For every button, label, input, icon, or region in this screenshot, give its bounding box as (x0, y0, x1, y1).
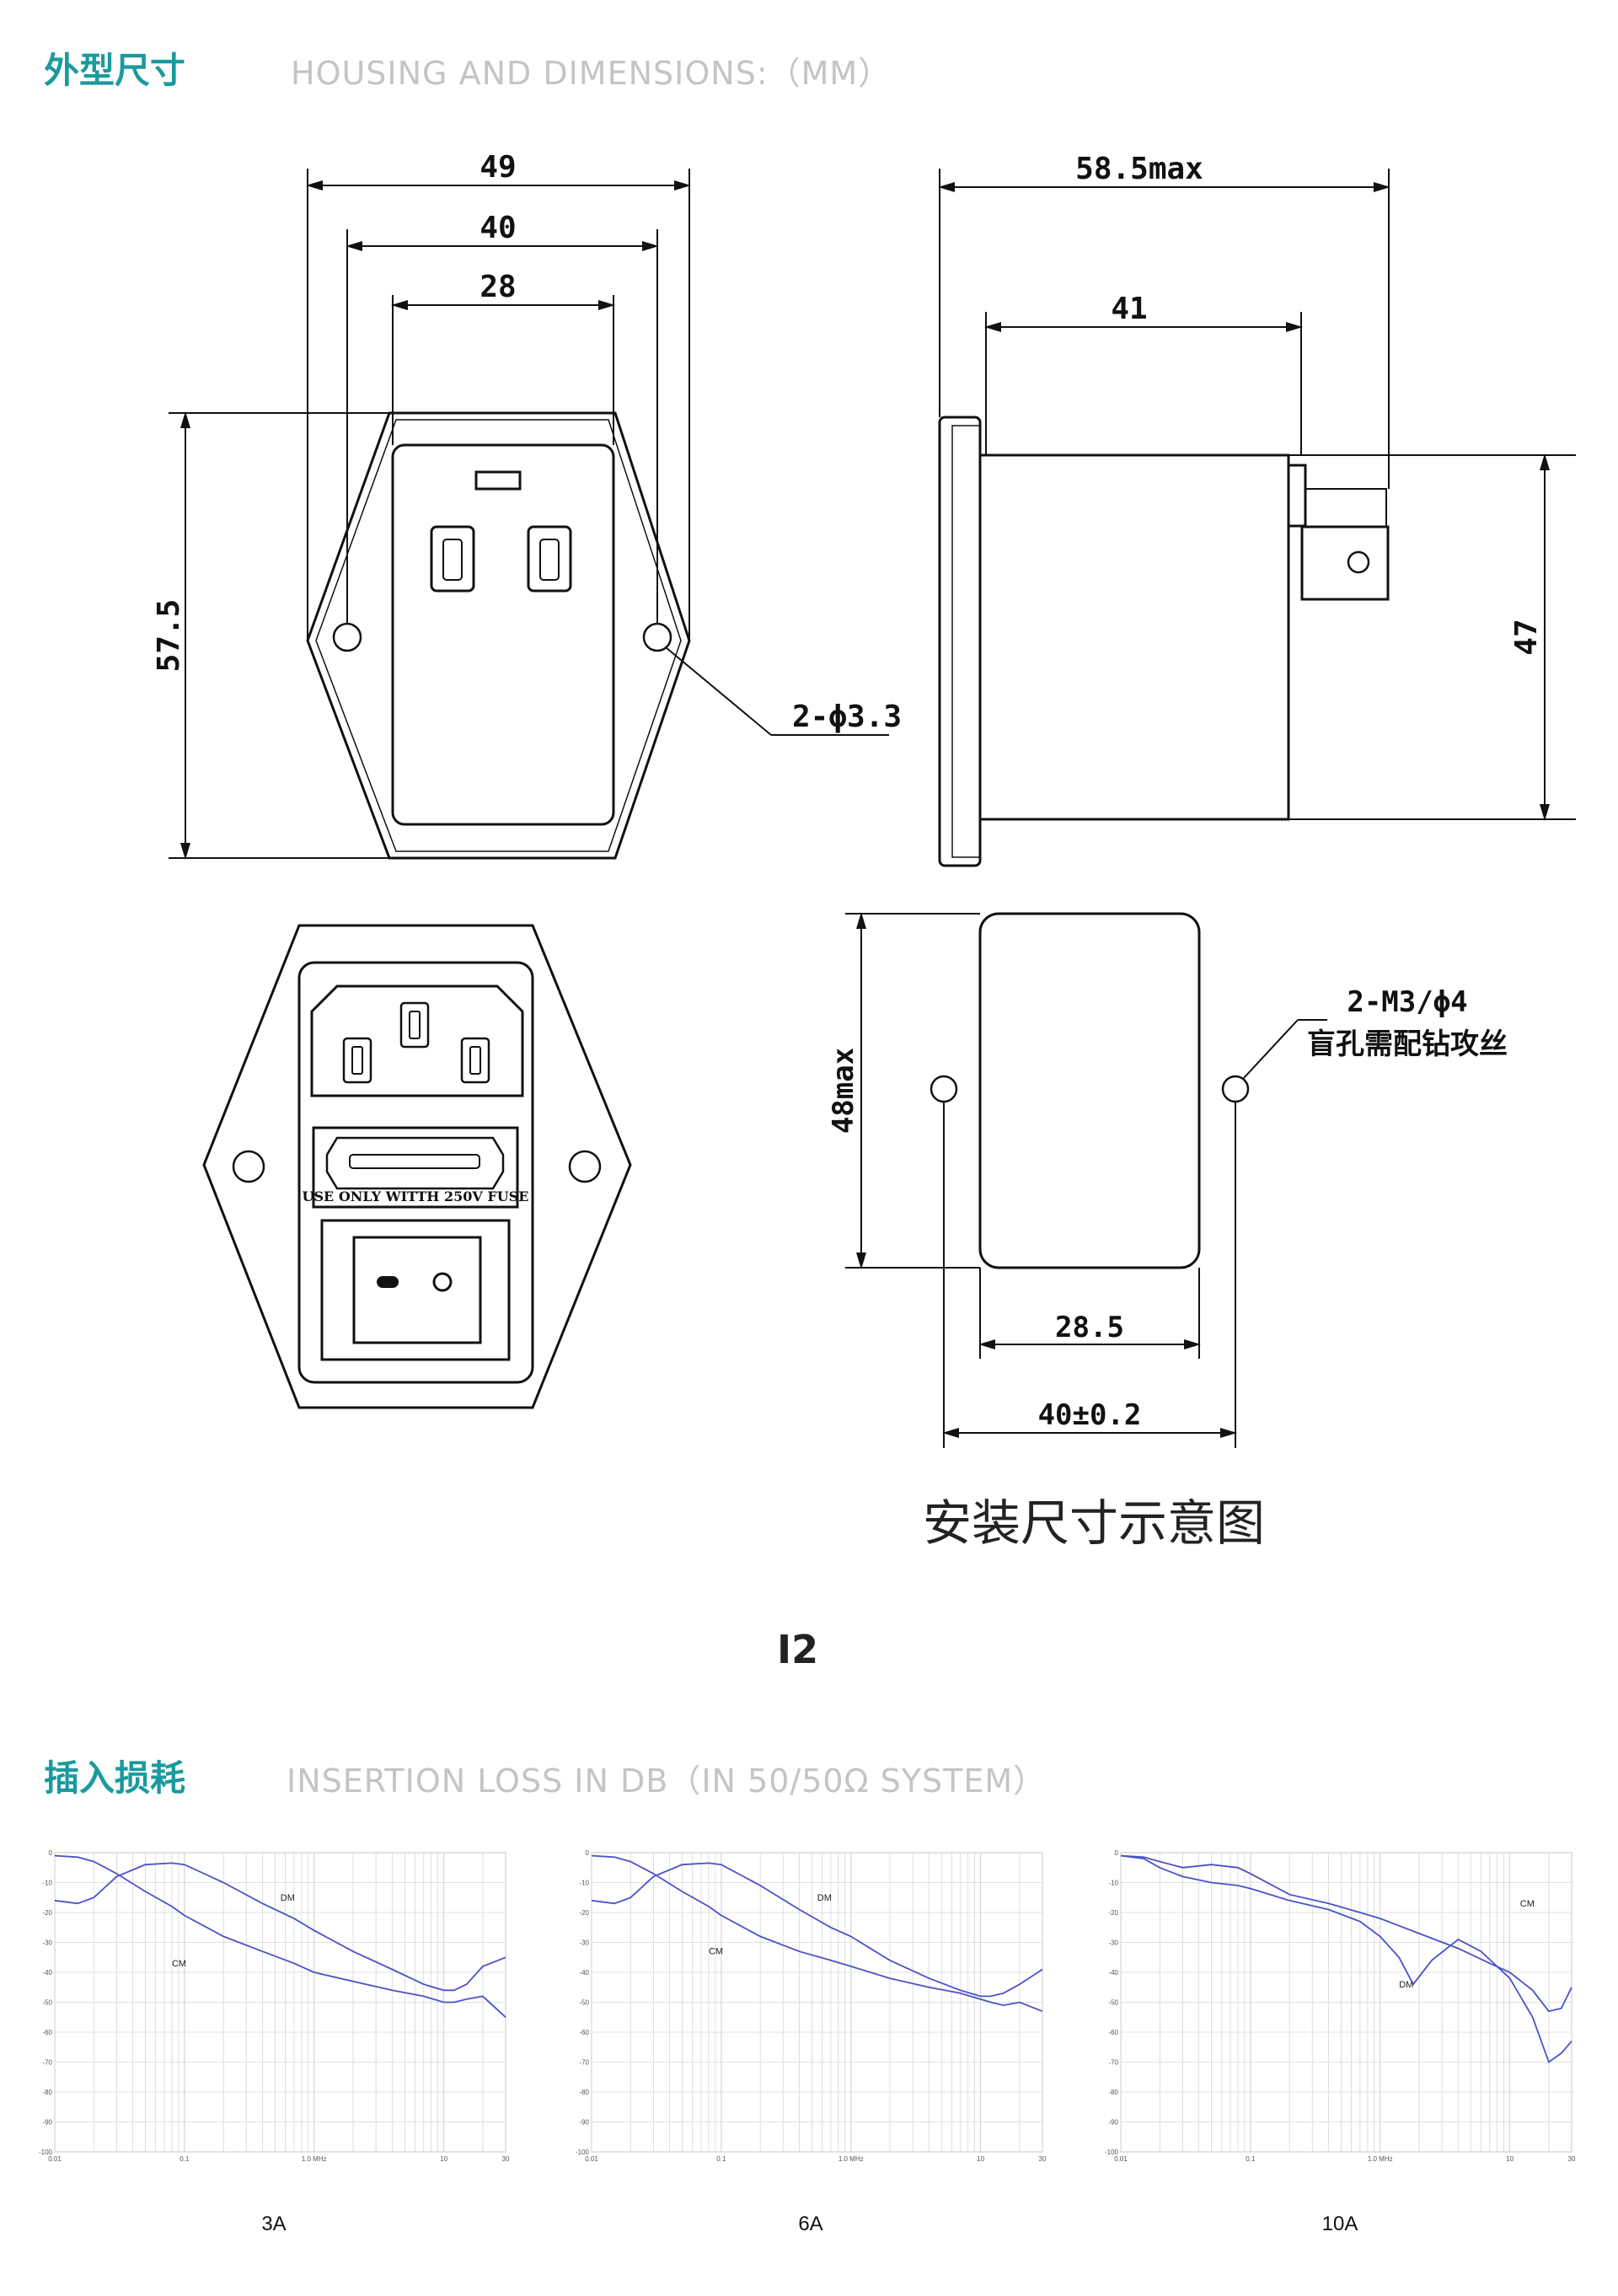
mount-hole-left (332, 622, 362, 652)
series-label: CM (1520, 1899, 1535, 1909)
y-tick-label: -40 (579, 1969, 589, 1977)
series-label: DM (1399, 1980, 1413, 1990)
x-tick-label: 10 (1506, 2155, 1514, 2163)
x-tick-label: 1.0 MHz (1368, 2155, 1393, 2163)
dim-front-height: 57.5 (152, 599, 186, 673)
y-tick-label: -100 (39, 2148, 53, 2156)
y-tick-label: -10 (42, 1880, 52, 1887)
y-tick-label: -90 (42, 2119, 52, 2127)
series-dm (591, 1862, 1043, 1998)
y-tick-label: -50 (1108, 1999, 1118, 2007)
y-tick-label: 0 (1115, 1849, 1119, 1857)
page-number: I2 (777, 1627, 819, 1672)
x-tick-label: 0.01 (585, 2155, 598, 2163)
side-view (938, 169, 1576, 867)
y-tick-label: -80 (1108, 2089, 1118, 2096)
panel-fuse-label: USE ONLY WITTH 250V FUSE (303, 1188, 529, 1204)
x-tick-label: 0.1 (716, 2155, 726, 2163)
y-tick-label: -100 (1105, 2148, 1119, 2156)
dim-panel-height-max: 48max (827, 1048, 860, 1134)
y-tick-label: -70 (42, 2059, 52, 2067)
dim-front-body-width: 28 (480, 270, 516, 304)
series-label: DM (817, 1893, 832, 1903)
cutout-hole-right (1221, 1075, 1250, 1103)
y-tick-label: -30 (1108, 1939, 1118, 1947)
dim-front-hole-callout: 2-ϕ3.3 (792, 700, 902, 734)
series-dm (54, 1862, 506, 1992)
series-cm (1120, 1854, 1572, 2013)
y-tick-label: -10 (579, 1880, 589, 1887)
x-tick-label: 30 (502, 2155, 510, 2163)
y-tick-label: -20 (579, 1909, 589, 1917)
mount-hole-right (642, 622, 672, 652)
cutout-hole-left (930, 1075, 958, 1103)
drawing-caption: 安装尺寸示意图 (923, 1494, 1266, 1552)
y-tick-label: -30 (579, 1939, 589, 1947)
series-label: CM (709, 1947, 723, 1957)
y-tick-label: 0 (586, 1849, 590, 1857)
series-label: CM (172, 1959, 186, 1969)
y-tick-label: -80 (579, 2089, 589, 2096)
panel-hole-left (232, 1150, 265, 1183)
series-cm (591, 1854, 1043, 2013)
chart-caption-10a: 10A (1321, 2213, 1358, 2235)
panel-hole-right (568, 1150, 602, 1183)
y-tick-label: -70 (1108, 2059, 1118, 2067)
panel-view (202, 924, 632, 1409)
panel-hole-note-1: 2-M3/ϕ4 (1347, 985, 1467, 1019)
dim-side-height: 47 (1509, 619, 1544, 655)
x-tick-label: 0.1 (179, 2155, 190, 2163)
mechanical-drawings: 49 40 28 57.5 2-ϕ3.3 58.5max 41 47 USE O… (152, 150, 1576, 1448)
y-tick-label: -100 (576, 2148, 590, 2156)
y-tick-label: -50 (579, 1999, 589, 2007)
series-dm (1120, 1854, 1572, 2063)
housing-title: 外型尺寸 (44, 50, 186, 91)
y-tick-label: -30 (42, 1939, 52, 1947)
chart-caption-3a: 3A (261, 2213, 287, 2235)
y-tick-label: -60 (579, 2029, 589, 2036)
y-tick-label: -50 (42, 1999, 52, 2007)
dim-panel-hole-spacing: 40±0.2 (1038, 1398, 1142, 1432)
insertion-subtitle: INSERTION LOSS IN DB（IN 50/50Ω SYSTEM） (287, 1762, 1047, 1800)
x-tick-label: 30 (1568, 2155, 1576, 2163)
dim-panel-inner-width: 28.5 (1055, 1311, 1124, 1344)
series-label: DM (281, 1893, 295, 1903)
dim-side-body-depth: 41 (1111, 292, 1147, 326)
y-tick-label: -60 (42, 2029, 52, 2036)
y-tick-label: -10 (1108, 1880, 1118, 1887)
x-tick-label: 30 (1039, 2155, 1047, 2163)
x-tick-label: 10 (440, 2155, 447, 2163)
y-tick-label: 0 (49, 1849, 53, 1857)
cutout-view (845, 912, 1327, 1448)
dim-front-outer-width: 49 (480, 150, 516, 185)
x-tick-label: 1.0 MHz (838, 2155, 864, 2163)
housing-subtitle: HOUSING AND DIMENSIONS:（MM） (291, 55, 892, 92)
x-tick-label: 1.0 MHz (302, 2155, 327, 2163)
insertion-title: 插入损耗 (44, 1757, 186, 1799)
chart-caption-6a: 6A (798, 2213, 823, 2235)
dim-front-hole-spacing: 40 (480, 211, 516, 245)
x-tick-label: 0.01 (48, 2155, 62, 2163)
front-view (169, 169, 889, 860)
x-tick-label: 0.01 (1114, 2155, 1128, 2163)
y-tick-label: -90 (579, 2119, 589, 2127)
series-cm (54, 1854, 506, 2018)
y-tick-label: -40 (1108, 1969, 1118, 1977)
panel-hole-note-2: 盲孔需配钻攻丝 (1307, 1027, 1508, 1061)
y-tick-label: -20 (42, 1909, 52, 1917)
y-tick-label: -90 (1108, 2119, 1118, 2127)
x-tick-label: 0.1 (1246, 2155, 1256, 2163)
y-tick-label: -40 (42, 1969, 52, 1977)
y-tick-label: -70 (579, 2059, 589, 2067)
y-tick-label: -20 (1108, 1909, 1118, 1917)
y-tick-label: -80 (42, 2089, 52, 2096)
x-tick-label: 10 (977, 2155, 984, 2163)
y-tick-label: -60 (1108, 2029, 1118, 2036)
dim-side-depth-max: 58.5max (1075, 152, 1203, 186)
